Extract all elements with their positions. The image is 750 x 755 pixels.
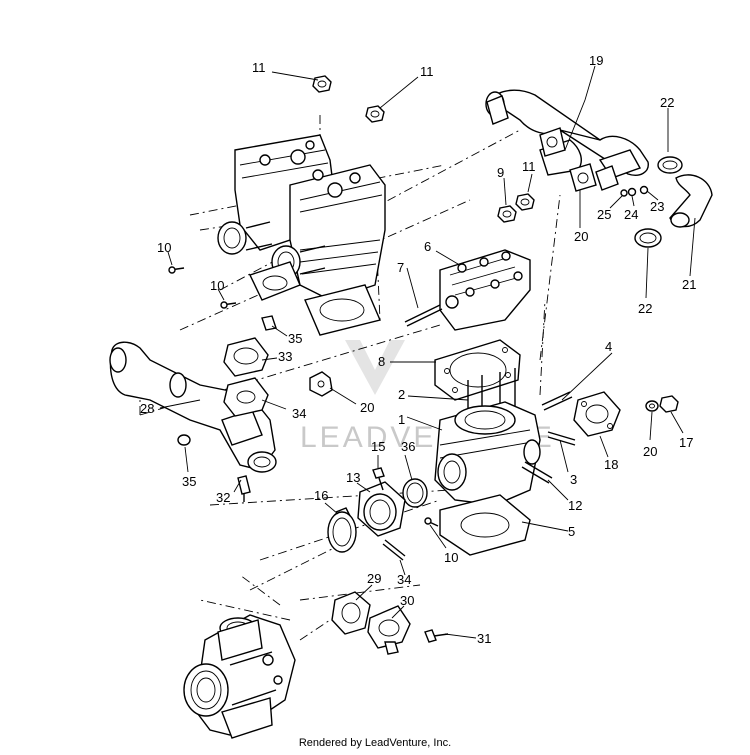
leader-lines [159,65,696,639]
callout-28: 30 [400,593,414,608]
callout-labels: 11 11 19 22 9 11 1 23 24 25 20 21 22 6 7… [140,53,696,646]
exhaust-gasket-16 [573,391,621,437]
callout-8: 8 [378,354,385,369]
cylinder-1 [434,401,541,506]
callout-29: 31 [477,631,491,646]
callout-36: 36 [401,439,415,454]
callout-24: 24 [624,207,638,222]
assembled-engine [217,134,386,336]
cover-27 [331,591,371,635]
screw-29 [424,629,449,643]
callout-13: 13 [346,470,360,485]
callout-15: 16 [314,488,328,503]
callout-11-mid: 11 [420,64,434,79]
washer-18 [645,400,659,412]
callout-3: 3 [570,472,577,487]
callout-18: 20 [643,444,657,459]
bolt-10-upper [168,266,185,274]
callout-31: 33 [278,349,292,364]
callout-12: 12 [568,498,582,513]
bolt-10-lower [424,517,439,527]
nut-9 [497,205,517,223]
callout-22-top: 22 [660,95,674,110]
callout-11-right: 11 [522,159,536,174]
callout-25: 25 [597,207,611,222]
callout-34: 34 [397,572,411,587]
o-ring-36 [402,478,428,508]
callout-7: 7 [397,260,404,275]
callout-19: 19 [589,53,603,68]
callout-11-left: 11 [252,60,266,75]
clamp-22-top [657,156,683,174]
clamp-22-bottom [634,228,662,248]
clamp-15 [327,507,357,553]
callout-4: 4 [605,339,612,354]
render-credit: Rendered by LeadVenture, Inc. [298,737,452,749]
exhaust-manifold-19 [485,89,649,192]
plug-35 [177,434,191,446]
callout-17: 17 [679,435,693,450]
exhaust-tube-21 [669,174,713,228]
cylinder-head-6 [439,249,531,331]
callout-26: 28 [140,401,154,416]
callout-10-middle: 10 [210,278,224,293]
callout-10-lower: 10 [444,550,458,565]
callout-14: 15 [371,439,385,454]
callout-9: 9 [497,165,504,180]
callout-33: 35 [288,331,302,346]
callout-30: 32 [216,490,230,505]
stud-4 [541,391,573,411]
base-gasket-5 [439,494,531,556]
callout-16: 18 [604,457,618,472]
callout-5: 5 [568,524,575,539]
callout-6: 6 [424,239,431,254]
nut-11-left [312,75,332,93]
sensor-30 [237,475,251,502]
gasket-32 [223,377,269,417]
intake-manifold-26 [109,341,277,473]
nut-11-mid [365,105,385,123]
plug-33 [261,315,277,331]
head-gasket-8 [434,339,521,401]
callout-22-bottom: 22 [638,301,652,316]
fitting-31 [223,337,269,377]
stud-12 [521,461,553,484]
nut-17 [659,395,679,413]
callout-23: 23 [650,199,664,214]
callout-10-upper: 10 [157,240,171,255]
callout-20-middle: 20 [360,400,374,415]
callout-21: 21 [682,277,696,292]
callout-1: 1 [398,412,405,427]
callout-20-right: 20 [574,229,588,244]
callout-27: 29 [367,571,381,586]
stud-7 [404,304,443,327]
callout-35: 35 [182,474,196,489]
callout-32: 34 [292,406,306,421]
bolt-34 [382,539,406,561]
intake-boot-13 [357,481,406,537]
bolt-10-middle [220,301,237,309]
carburetor [183,614,296,739]
gasket-20-middle [309,371,333,397]
stud-3 [547,431,576,446]
nut-11-right [515,193,535,211]
callout-2: 2 [398,387,405,402]
fasteners-23-24-25 [620,185,649,197]
elbow-28 [367,605,411,655]
bolt-14 [372,467,385,491]
